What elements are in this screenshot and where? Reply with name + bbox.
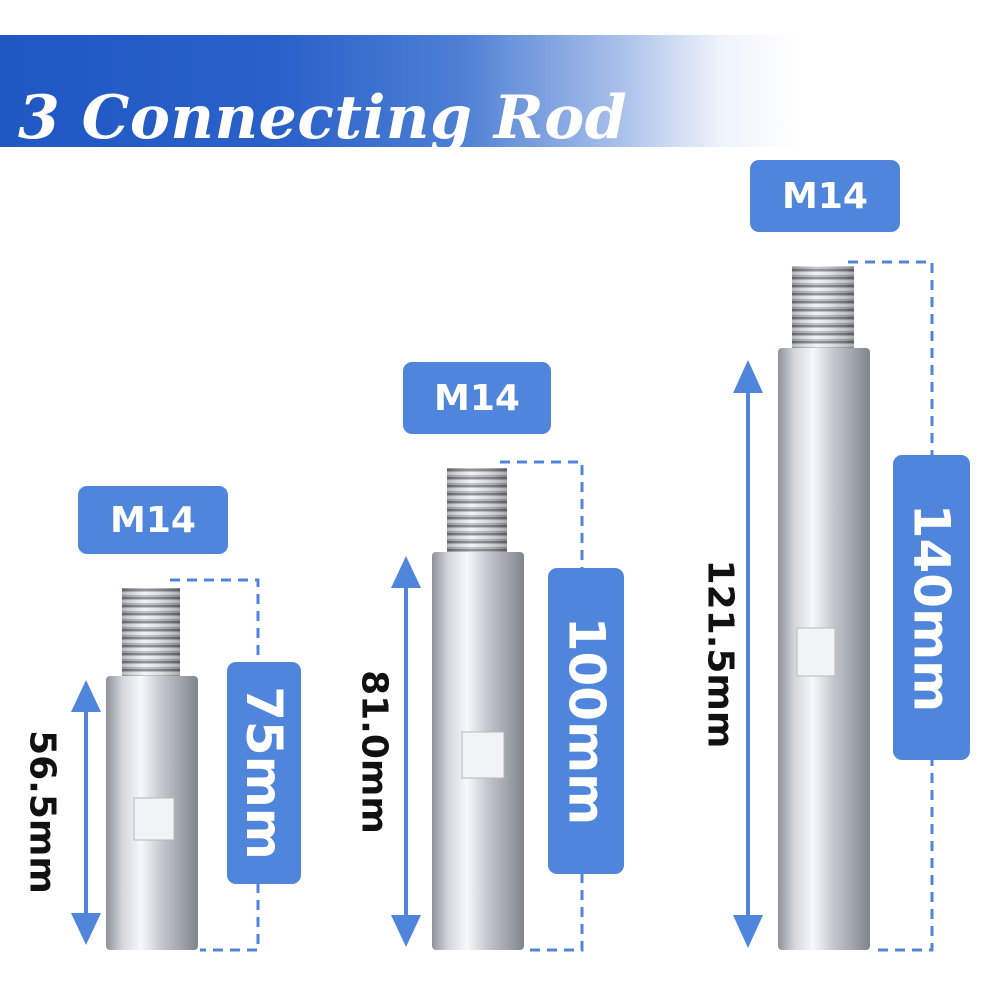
rod-long-flat: [796, 627, 836, 677]
thread-badge-long-label: M14: [782, 175, 868, 217]
total-length-badge-short-label: 75mm: [235, 686, 293, 860]
total-length-badge-medium-label: 100mm: [557, 616, 616, 826]
rod-short-arrow: [71, 680, 101, 945]
thread-badge-medium: M14: [403, 362, 551, 434]
body-length-label-medium: 81.0mm: [353, 670, 395, 834]
total-length-badge-long-label: 140mm: [902, 503, 961, 712]
rod-short-flat: [133, 797, 175, 841]
title-banner: 3 Connecting Rod: [0, 35, 1000, 153]
rod-long-arrow: [733, 360, 763, 948]
rod-medium: [391, 460, 584, 952]
thread-badge-medium-label: M14: [434, 377, 520, 419]
body-length-label-short: 56.5mm: [21, 730, 63, 894]
thread-badge-long: M14: [750, 160, 900, 232]
thread-badge-short: M14: [78, 486, 228, 554]
body-length-label-long: 121.5mm: [699, 559, 741, 749]
thread-badge-short-label: M14: [110, 499, 196, 541]
rod-long: [733, 260, 934, 952]
total-length-badge-long: 140mm: [893, 455, 970, 760]
rod-medium-flat: [461, 731, 505, 779]
rod-medium-arrow: [391, 556, 421, 947]
total-length-badge-medium: 100mm: [548, 568, 624, 874]
banner-title: 3 Connecting Rod: [18, 83, 628, 153]
rod-short: [71, 578, 260, 952]
total-length-badge-short: 75mm: [227, 662, 301, 884]
